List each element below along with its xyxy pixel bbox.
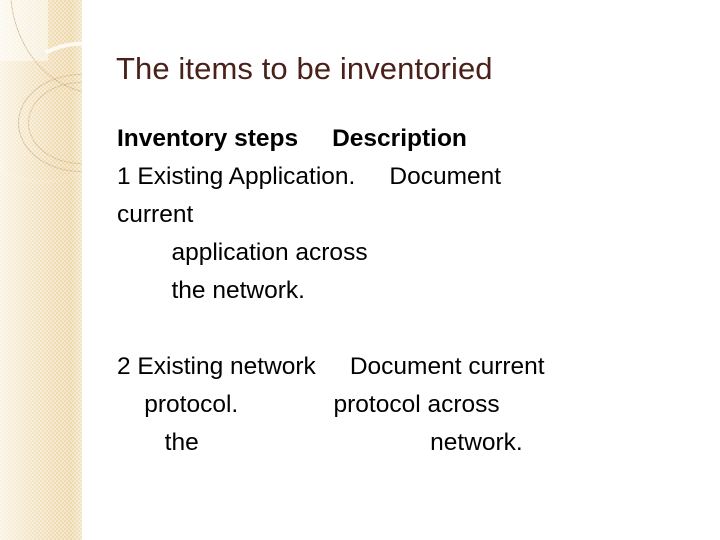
slide-body-text: Inventory steps Description 1 Existing Ap…: [117, 120, 702, 462]
sidebar-top-light-panel: [0, 0, 48, 61]
sidebar-texture-overlay: [0, 0, 82, 540]
body-line: Inventory steps Description: [117, 125, 467, 152]
body-line: protocol. protocol across: [117, 391, 500, 418]
body-line: the network.: [117, 277, 305, 304]
lower-light-arc-decoration: [0, 23, 82, 209]
body-line: 1 Existing Application. Document: [117, 163, 502, 190]
tan-outline-arc-decoration: [10, 0, 82, 94]
slide-title: The items to be inventoried: [116, 51, 493, 86]
decorative-sidebar: [0, 0, 82, 540]
body-line: current: [117, 201, 194, 228]
body-line: [117, 310, 702, 348]
large-light-arc-decoration: [0, 0, 82, 184]
body-line: application across: [117, 239, 368, 266]
body-line: 2 Existing network Document current: [117, 353, 545, 380]
tan-ring-inner-decoration: [28, 82, 82, 164]
tan-ring-outer-decoration: [18, 74, 82, 172]
body-line: the network.: [117, 429, 523, 456]
